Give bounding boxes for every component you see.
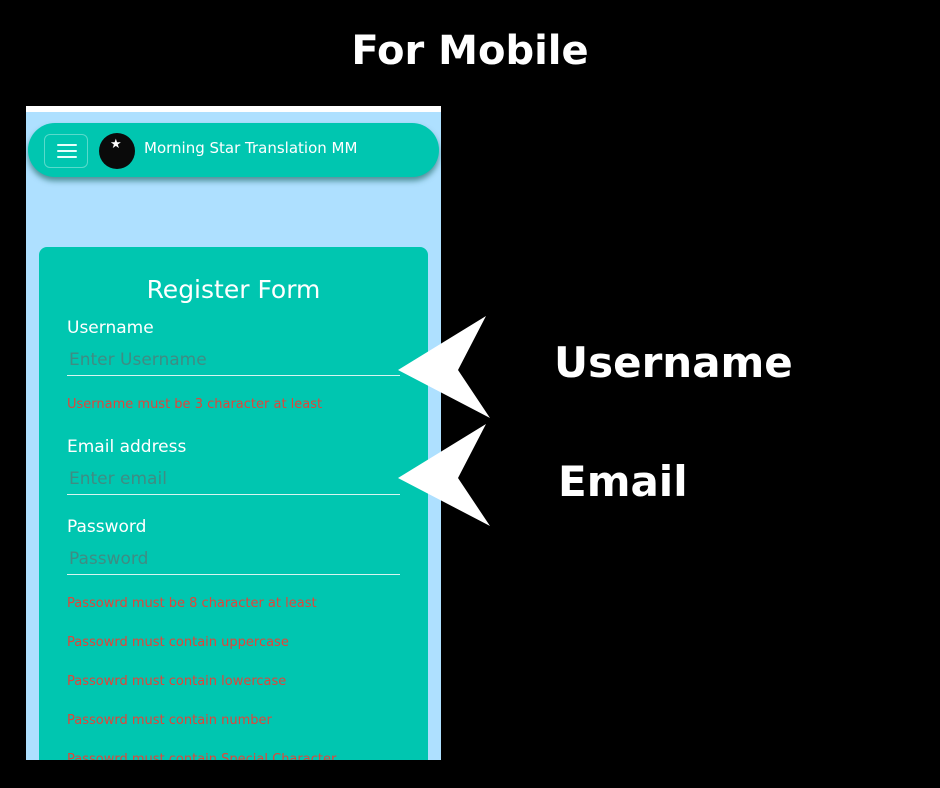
morning-star-logo-icon[interactable]: ★ (99, 133, 135, 169)
screen-top-edge (26, 106, 441, 112)
email-input[interactable] (67, 463, 400, 495)
password-error-special: Passowrd must contain Special Character (67, 752, 337, 760)
username-error: Username must be 3 character at least (67, 397, 323, 412)
arrow-pointer-icon (398, 424, 490, 526)
username-label: Username (67, 318, 154, 338)
email-label: Email address (67, 437, 187, 457)
arrow-pointer-icon (398, 316, 490, 418)
callout-username: Username (554, 338, 793, 387)
password-error-length: Passowrd must be 8 character at least (67, 596, 317, 611)
caption-title: For Mobile (351, 28, 589, 74)
form-title: Register Form (146, 275, 321, 304)
password-input[interactable] (67, 543, 400, 575)
hamburger-menu-icon[interactable] (44, 134, 88, 168)
password-error-uppercase: Passowrd must contain uppercase (67, 635, 289, 650)
password-error-lowercase: Passowrd must contain lowercase (67, 674, 287, 689)
password-error-number: Passowrd must contain number (67, 713, 272, 728)
password-label: Password (67, 517, 147, 537)
username-input[interactable] (67, 344, 400, 376)
navbar: ★ Morning Star Translation MM (28, 123, 439, 177)
mobile-screen: ★ Morning Star Translation MM Register F… (26, 106, 441, 760)
brand-link[interactable]: Morning Star Translation MM (144, 139, 358, 157)
register-form: Register Form Username Username must be … (39, 247, 428, 760)
callout-email: Email (558, 457, 688, 506)
